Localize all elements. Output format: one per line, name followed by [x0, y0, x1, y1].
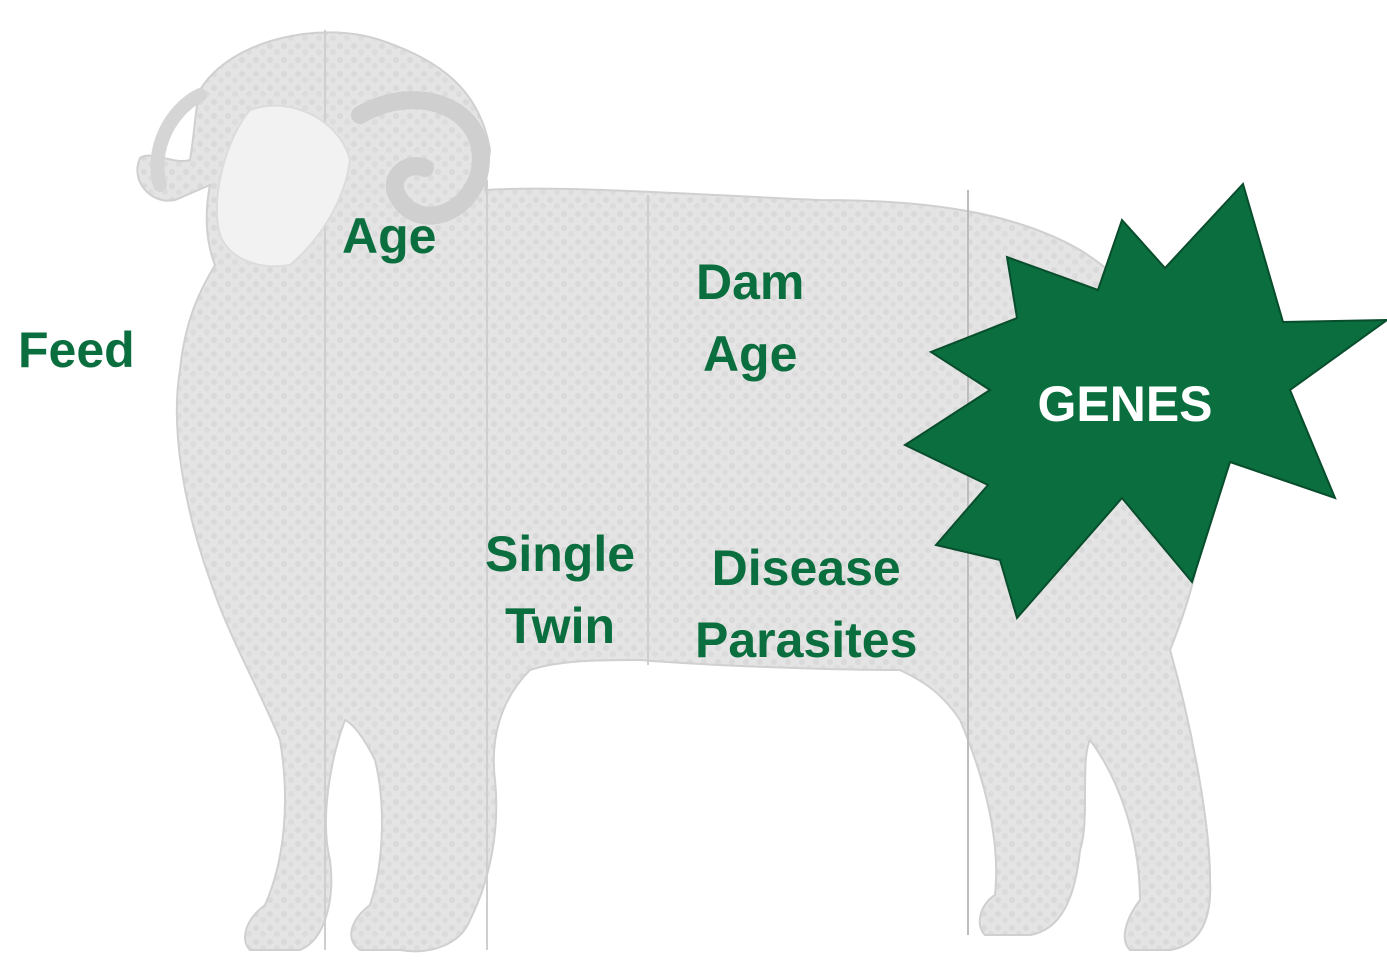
label-genes: GENES: [1010, 368, 1240, 440]
label-disease-parasites: Disease Parasites: [695, 532, 917, 676]
label-age: Age: [342, 200, 436, 272]
label-feed: Feed: [18, 314, 135, 386]
label-single-twin: Single Twin: [485, 518, 635, 662]
label-dam-age: Dam Age: [696, 246, 804, 390]
